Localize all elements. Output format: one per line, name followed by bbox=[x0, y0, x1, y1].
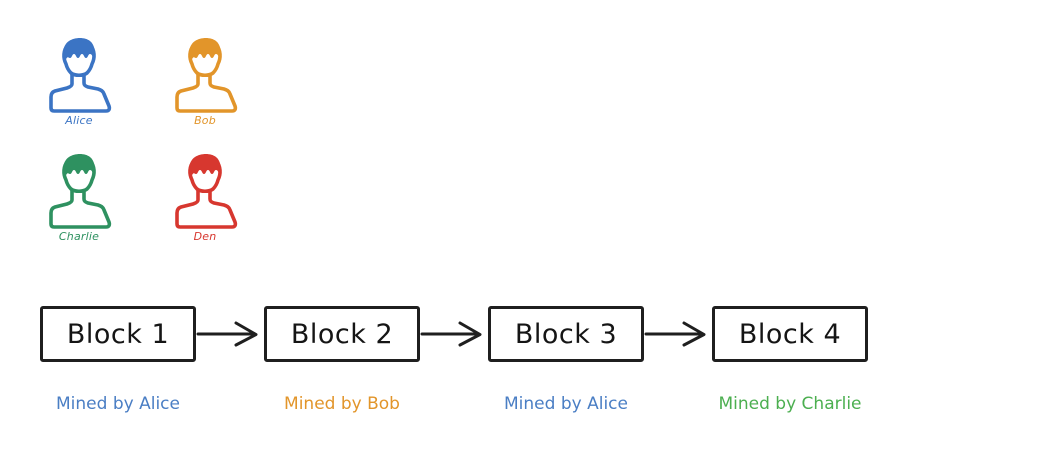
block-caption: Mined by Bob bbox=[284, 394, 400, 414]
block-caption: Mined by Alice bbox=[504, 394, 628, 414]
arrow-right-icon bbox=[644, 317, 712, 351]
block-box[interactable]: Block 2 bbox=[264, 306, 420, 362]
caption-spacer bbox=[644, 396, 712, 413]
block-label: Block 2 bbox=[290, 318, 394, 350]
participants-row-top: Alice Bob bbox=[40, 28, 270, 126]
arrow-right-icon bbox=[420, 317, 488, 351]
blockchain-group: Block 1 Block 2 bbox=[40, 298, 1006, 438]
caption-row: Mined by Alice Mined by Bob Mined by Ali… bbox=[40, 396, 1006, 413]
block-3[interactable]: Block 3 bbox=[488, 306, 644, 362]
participant-alice[interactable]: Alice bbox=[40, 28, 118, 126]
block-label: Block 3 bbox=[514, 318, 618, 350]
caption-slot-4: Mined by Charlie bbox=[712, 396, 868, 413]
block-1[interactable]: Block 1 bbox=[40, 306, 196, 362]
block-4[interactable]: Block 4 bbox=[712, 306, 868, 362]
block-row: Block 1 Block 2 bbox=[40, 298, 1006, 370]
caption-slot-3: Mined by Alice bbox=[488, 396, 644, 413]
block-box[interactable]: Block 3 bbox=[488, 306, 644, 362]
participant-label: Alice bbox=[65, 114, 93, 127]
participant-den[interactable]: Den bbox=[166, 144, 244, 242]
person-avatar-icon bbox=[169, 28, 241, 116]
participant-charlie[interactable]: Charlie bbox=[40, 144, 118, 242]
caption-slot-2: Mined by Bob bbox=[264, 396, 420, 413]
participant-label: Charlie bbox=[58, 230, 100, 243]
person-avatar-icon bbox=[43, 144, 115, 232]
participant-bob[interactable]: Bob bbox=[166, 28, 244, 126]
person-avatar-icon bbox=[169, 144, 241, 232]
block-label: Block 1 bbox=[66, 318, 170, 350]
caption-spacer bbox=[196, 396, 264, 413]
block-label: Block 4 bbox=[738, 318, 842, 350]
block-box[interactable]: Block 4 bbox=[712, 306, 868, 362]
participant-label: Den bbox=[193, 230, 217, 243]
caption-slot-1: Mined by Alice bbox=[40, 396, 196, 413]
block-caption: Mined by Alice bbox=[56, 394, 180, 414]
arrow-right-icon bbox=[196, 317, 264, 351]
participants-row-bottom: Charlie Den bbox=[40, 144, 270, 242]
participant-label: Bob bbox=[194, 114, 216, 127]
block-caption: Mined by Charlie bbox=[718, 394, 862, 414]
participants-group: Alice Bob bbox=[40, 28, 270, 242]
block-box[interactable]: Block 1 bbox=[40, 306, 196, 362]
block-2[interactable]: Block 2 bbox=[264, 306, 420, 362]
person-avatar-icon bbox=[43, 28, 115, 116]
caption-spacer bbox=[420, 396, 488, 413]
